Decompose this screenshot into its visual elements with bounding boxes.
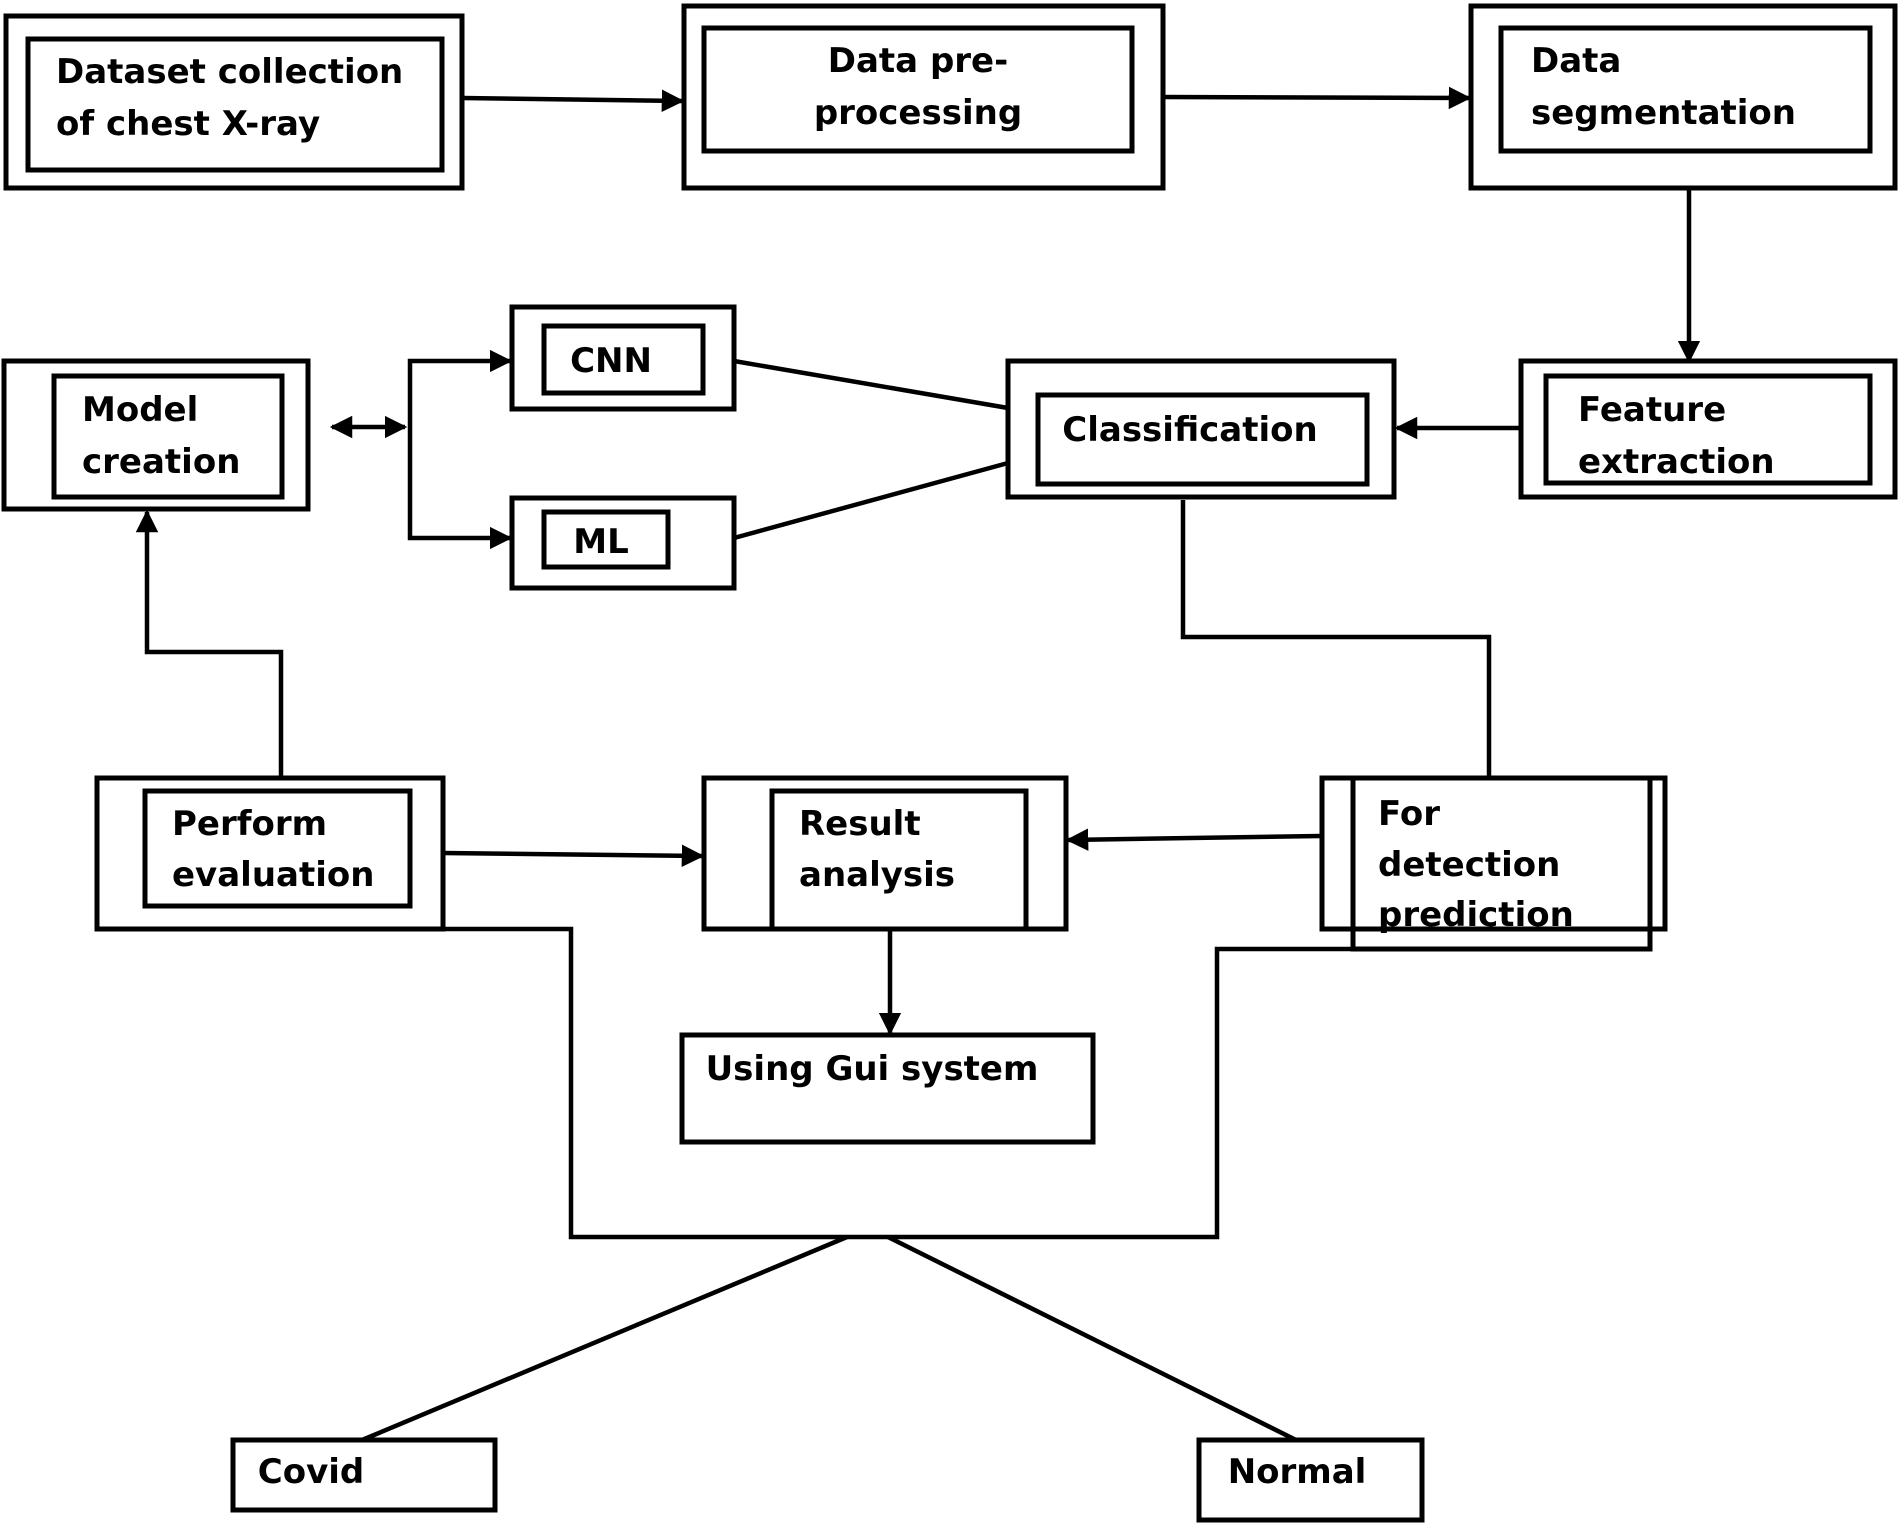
- arrow-preprocessing-to-segmentation: [1162, 86, 1472, 110]
- node-data-segmentation: Data segmentation: [1468, 3, 1898, 191]
- node-segmentation-label-1: Data: [1531, 41, 1621, 81]
- line-merge-to-normal: [886, 1234, 1298, 1443]
- node-perform-evaluation: Perform evaluation: [94, 775, 446, 932]
- line-classification-to-cnn: [733, 358, 1009, 411]
- node-preprocessing-label-2: processing: [814, 93, 1022, 133]
- line-classification-to-ml: [733, 460, 1009, 541]
- node-result-label-2: analysis: [799, 855, 955, 895]
- line-merge-to-covid: [361, 1234, 848, 1443]
- node-evaluation-label-2: evaluation: [172, 855, 374, 895]
- node-result-label-1: Result: [799, 804, 921, 844]
- node-normal: Normal: [1196, 1437, 1425, 1523]
- node-feature-extraction: Feature extraction: [1518, 358, 1898, 500]
- node-classification: Classification: [1005, 358, 1397, 500]
- node-dataset-label-2: of chest X-ray: [56, 104, 320, 144]
- node-dataset-collection: Dataset collection of chest X-ray: [3, 13, 465, 191]
- node-data-preprocessing: Data pre- processing: [681, 3, 1166, 191]
- node-evaluation-label-1: Perform: [172, 804, 327, 844]
- node-detection-prediction: For detection prediction: [1319, 775, 1668, 952]
- arrow-dataset-to-preprocessing: [461, 89, 685, 112]
- arrow-evaluation-to-result: [442, 844, 705, 868]
- node-cnn-label: CNN: [570, 341, 652, 381]
- node-cnn: CNN: [509, 304, 737, 412]
- node-detection-label-1: For: [1378, 794, 1440, 834]
- connectors: [135, 86, 1701, 1443]
- node-ml: ML: [509, 495, 737, 591]
- branch-to-cnn-arrow: [407, 349, 513, 427]
- node-model-label-2: creation: [82, 442, 240, 482]
- node-gui-label: Using Gui system: [706, 1049, 1039, 1089]
- node-detection-label-3: prediction: [1378, 895, 1574, 935]
- node-model-label-1: Model: [82, 390, 198, 430]
- node-normal-label: Normal: [1228, 1452, 1367, 1492]
- arrow-detection-to-result: [1065, 828, 1321, 851]
- line-classification-to-detection: [1180, 500, 1492, 778]
- node-gui-system: Using Gui system: [679, 1032, 1096, 1145]
- node-feature-label-2: extraction: [1578, 442, 1775, 482]
- node-covid: Covid: [230, 1437, 498, 1513]
- node-detection-label-2: detection: [1378, 845, 1560, 885]
- arrow-evaluation-to-model: [135, 509, 284, 778]
- node-covid-label: Covid: [258, 1452, 364, 1492]
- branch-to-ml-arrow: [407, 427, 513, 550]
- node-ml-label: ML: [573, 522, 629, 562]
- node-classification-label: Classification: [1062, 410, 1317, 450]
- node-result-analysis: Result analysis: [701, 775, 1069, 932]
- node-model-creation: Model creation: [1, 358, 311, 512]
- node-preprocessing-label-1: Data pre-: [828, 41, 1008, 81]
- node-feature-label-1: Feature: [1578, 390, 1726, 430]
- node-segmentation-label-2: segmentation: [1531, 93, 1796, 133]
- line-evaluation-to-merge: [443, 926, 1353, 1240]
- node-dataset-label-1: Dataset collection: [56, 52, 403, 92]
